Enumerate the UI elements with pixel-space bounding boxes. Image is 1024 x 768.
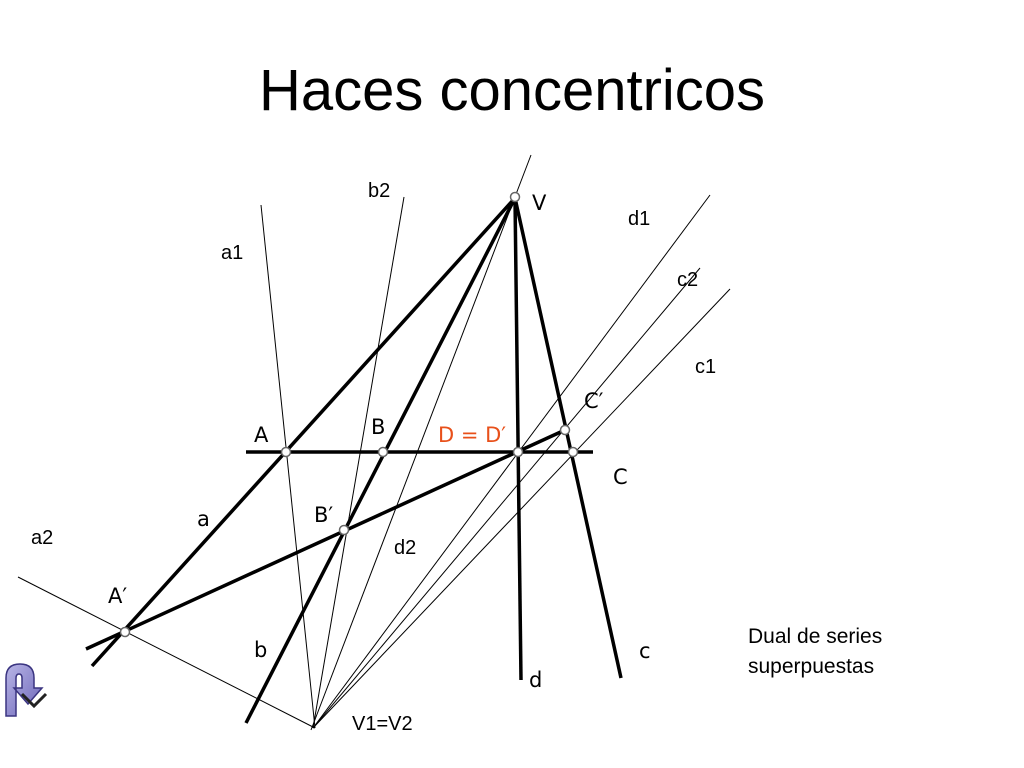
label-B: B [371, 415, 385, 439]
label-d1: d1 [628, 208, 650, 230]
label-b: b [254, 638, 267, 662]
point-C [567, 446, 579, 458]
label-A-prime: A′ [108, 584, 127, 608]
note-text: Dual de series superpuestas [748, 625, 883, 678]
slide-title: Haces concentricos [258, 58, 766, 123]
label-a1: a1 [221, 242, 243, 264]
point-A [280, 446, 292, 458]
label-V: V [532, 191, 547, 215]
line-d [513, 197, 523, 681]
point-B [377, 446, 389, 458]
point-D [512, 446, 524, 458]
return-button[interactable] [0, 658, 48, 718]
line-b2 [312, 196, 405, 729]
line-prime [85, 428, 566, 651]
label-D: D = D′ [438, 423, 506, 447]
point-C-prime [559, 424, 571, 436]
label-b2: b2 [368, 180, 390, 202]
label-a: a [197, 507, 210, 531]
label-A: A [254, 423, 269, 447]
label-C: C [613, 465, 628, 489]
label-a2: a2 [31, 527, 53, 549]
line-a2 [17, 576, 316, 729]
label-d2: d2 [394, 537, 416, 559]
point-V [509, 191, 521, 203]
label-d: d [529, 668, 542, 692]
line-d2 [310, 154, 532, 731]
label-c: c [639, 639, 651, 663]
label-c1: c1 [695, 356, 716, 378]
line-c [513, 197, 623, 679]
label-c2: c2 [677, 269, 698, 291]
line-d1 [312, 194, 711, 729]
point-A-prime [119, 626, 131, 638]
line-c2 [312, 267, 701, 729]
line-a [90, 196, 517, 668]
line-a1 [260, 204, 316, 729]
line-c1 [312, 288, 731, 729]
return-arrow-icon [5, 663, 48, 717]
line-b [244, 197, 517, 724]
label-B-prime: B′ [314, 503, 333, 527]
label-V1V2: V1=V2 [352, 713, 413, 735]
label-C-prime: C′ [584, 389, 604, 413]
point-B-prime [338, 524, 350, 536]
